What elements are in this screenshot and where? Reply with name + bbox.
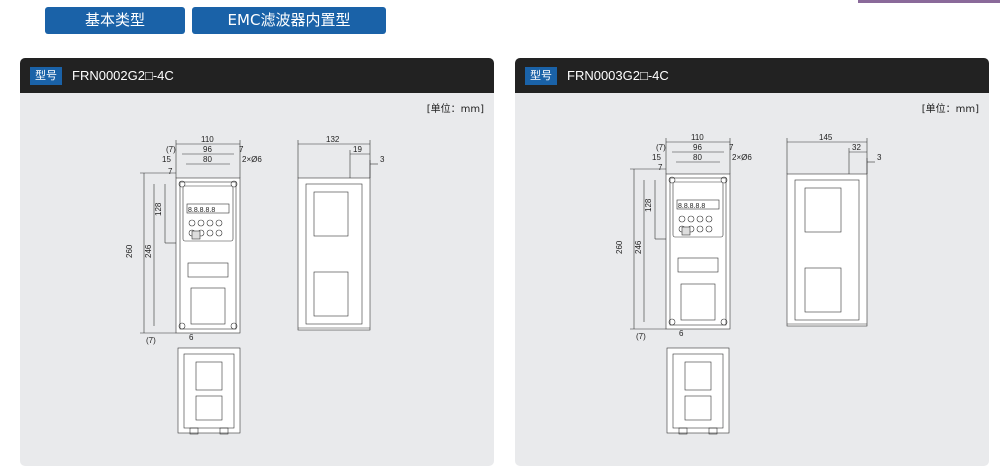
- dim-side-offset: (7): [166, 145, 176, 154]
- dim-bottom-7: (7): [146, 336, 156, 345]
- dim-front-width: 110: [691, 133, 704, 142]
- panel-frn0003: 型号 FRN0003G2□-4C [单位：mm]: [515, 58, 989, 466]
- dim-front-inner: 80: [203, 155, 212, 164]
- dim-depth-19: 32: [852, 143, 861, 152]
- dimension-drawing: 110 96 80 (7) 15 7 7 2×Ø6 260 246 128 (7…: [615, 133, 882, 435]
- dim-front-pitch: 96: [693, 143, 702, 152]
- dim-depth-3: 3: [877, 153, 882, 162]
- dim-hole: 2×Ø6: [732, 153, 752, 162]
- dim-depth-total: 132: [326, 135, 340, 144]
- dim-top-7b: 7: [239, 145, 244, 154]
- dim-bottom-6: 6: [189, 333, 194, 342]
- model-name: FRN0003G2□-4C: [567, 68, 669, 83]
- dimension-drawing: 110 96 80 (7) 15 7 7 2×Ø6 260 246 128 (7…: [125, 135, 385, 435]
- dim-top-7: 7: [168, 167, 173, 176]
- panel-frn0002: 型号 FRN0002G2□-4C [单位：mm]: [20, 58, 494, 466]
- dim-hole: 2×Ø6: [242, 155, 262, 164]
- keypad-display: 8.8.8.8.8: [188, 207, 215, 214]
- dim-left-15: 15: [652, 153, 661, 162]
- dim-top-7b: 7: [729, 143, 734, 152]
- unit-label: [单位：mm]: [921, 104, 979, 115]
- dim-side-offset: (7): [656, 143, 666, 152]
- panel-header: 型号 FRN0003G2□-4C: [515, 58, 989, 93]
- dim-depth-19: 19: [353, 145, 362, 154]
- model-badge: 型号: [30, 67, 62, 85]
- model-name: FRN0002G2□-4C: [72, 68, 174, 83]
- tab-emc-filter-type[interactable]: EMC滤波器内置型: [192, 7, 386, 34]
- keypad-display: 8.8.8.8.8: [678, 203, 705, 210]
- dim-top-7: 7: [658, 163, 663, 172]
- dim-height-total: 260: [125, 244, 134, 258]
- dim-bottom-7: (7): [636, 332, 646, 341]
- dim-depth-3: 3: [380, 155, 385, 164]
- tab-basic-type[interactable]: 基本类型: [45, 7, 185, 34]
- dim-height-total: 260: [615, 240, 624, 254]
- panel-header: 型号 FRN0002G2□-4C: [20, 58, 494, 93]
- dim-bottom-6: 6: [679, 329, 684, 338]
- dim-height-128: 128: [644, 198, 653, 212]
- dim-front-width: 110: [201, 135, 214, 144]
- dim-front-inner: 80: [693, 153, 702, 162]
- unit-label: [单位：mm]: [426, 104, 484, 115]
- dim-height-pitch: 246: [144, 244, 153, 258]
- dim-depth-total: 145: [819, 133, 833, 142]
- dim-height-128: 128: [154, 202, 163, 216]
- model-badge: 型号: [525, 67, 557, 85]
- dim-height-pitch: 246: [634, 240, 643, 254]
- corner-accent-line: [858, 0, 1000, 3]
- dim-left-15: 15: [162, 155, 171, 164]
- dim-front-pitch: 96: [203, 145, 212, 154]
